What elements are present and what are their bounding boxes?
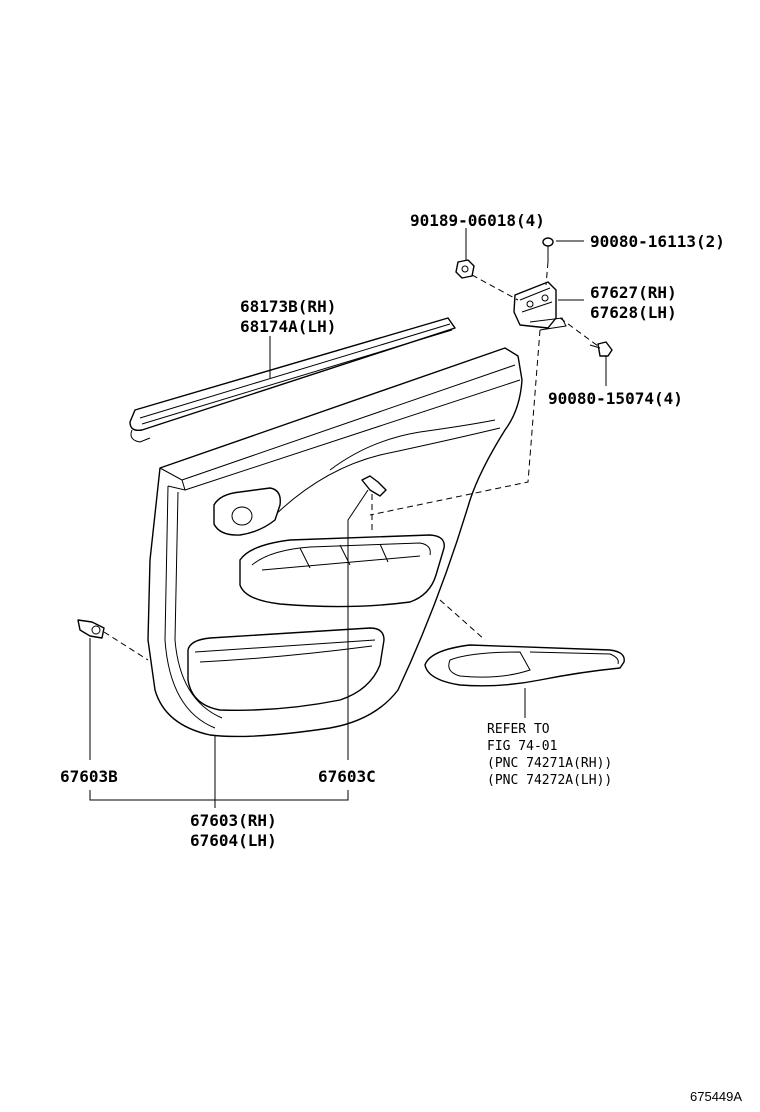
label-bracket-lh: 67628(LH)	[590, 303, 677, 322]
bracket-67627	[513, 281, 567, 331]
label-refer-line3: (PNC 74271A(RH))	[487, 756, 612, 771]
door-trim-panel	[147, 347, 523, 738]
screw-icon	[542, 237, 554, 262]
leader-lines	[89, 228, 607, 808]
figure-id: 675449A	[690, 1089, 742, 1104]
label-screw-bracket: 90080-15074(4)	[548, 389, 683, 408]
label-clip-b: 67603B	[60, 767, 118, 786]
label-nut: 90189-06018(4)	[410, 211, 545, 230]
armrest-pocket	[239, 534, 445, 608]
weatherstrip	[129, 317, 456, 443]
label-panel-lh: 67604(LH)	[190, 831, 277, 850]
nut-icon	[455, 259, 475, 279]
label-bracket-rh: 67627(RH)	[590, 283, 677, 302]
part-labels: 90189-06018(4) 90080-16113(2) 67627(RH) …	[60, 211, 742, 1104]
assembly-lines	[103, 261, 599, 661]
label-panel-rh: 67603(RH)	[190, 811, 277, 830]
label-screw-top: 90080-16113(2)	[590, 232, 725, 251]
label-refer-line4: (PNC 74272A(LH))	[487, 773, 612, 788]
label-refer-line2: FIG 74-01	[487, 739, 557, 754]
door-handle-bezel	[213, 487, 281, 536]
inside-handle-bezel	[424, 644, 625, 687]
label-clip-c: 67603C	[318, 767, 376, 786]
label-weatherstrip-rh: 68173B(RH)	[240, 297, 336, 316]
map-pocket	[187, 627, 385, 711]
label-refer-line1: REFER TO	[487, 722, 550, 737]
screw-icon	[589, 341, 613, 357]
clip-icon	[361, 475, 387, 497]
label-weatherstrip-lh: 68174A(LH)	[240, 317, 336, 336]
clip-icon	[77, 619, 105, 639]
